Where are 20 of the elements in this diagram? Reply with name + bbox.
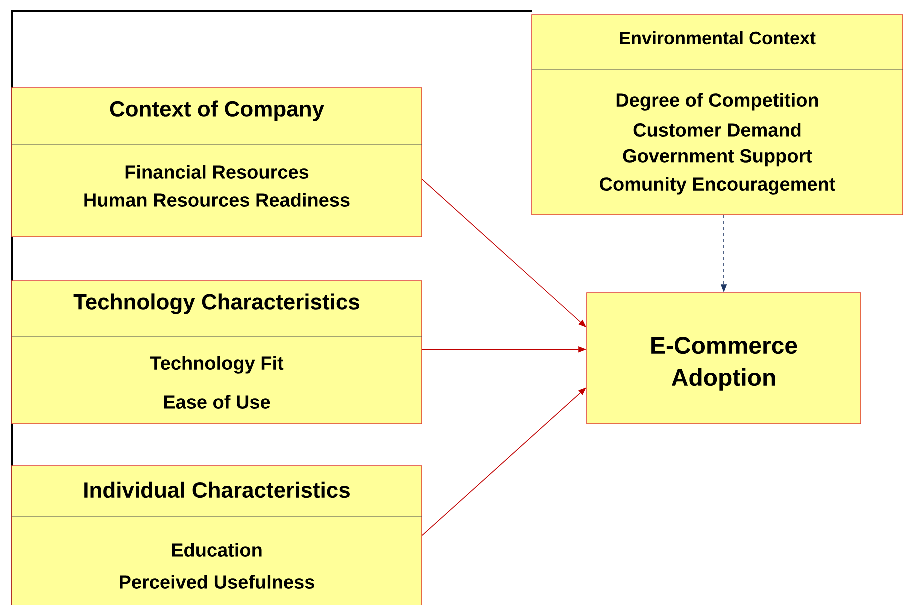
box-text: Government Support <box>623 149 812 167</box>
box-text: Technology Fit <box>150 356 284 374</box>
box-text: Ease of Use <box>164 395 270 409</box>
box-text: Perceived Usefulness <box>120 575 314 589</box>
factor-box <box>12 280 422 424</box>
factor-box <box>12 466 422 605</box>
box-text: Human Resources Readiness <box>84 193 350 207</box>
box-heading: Individual Characteristics <box>84 482 350 498</box>
box-heading: Technology Characteristics <box>74 294 360 314</box>
box-text: Comunity Encouragement <box>600 177 836 195</box>
box-text: Financial Resources <box>126 165 309 179</box>
box-text: E-Commerce Adoption <box>652 337 798 391</box>
box-text: Degree of Competition <box>616 93 818 111</box>
factor-box <box>532 14 904 216</box>
box-text: Education <box>172 543 262 557</box>
factor-box <box>586 292 862 424</box>
box-heading: Context of Company <box>110 100 324 122</box>
box-text: Customer Demand <box>634 123 801 137</box>
box-heading: Environmental Context <box>620 31 816 45</box>
factor-box <box>12 88 422 238</box>
